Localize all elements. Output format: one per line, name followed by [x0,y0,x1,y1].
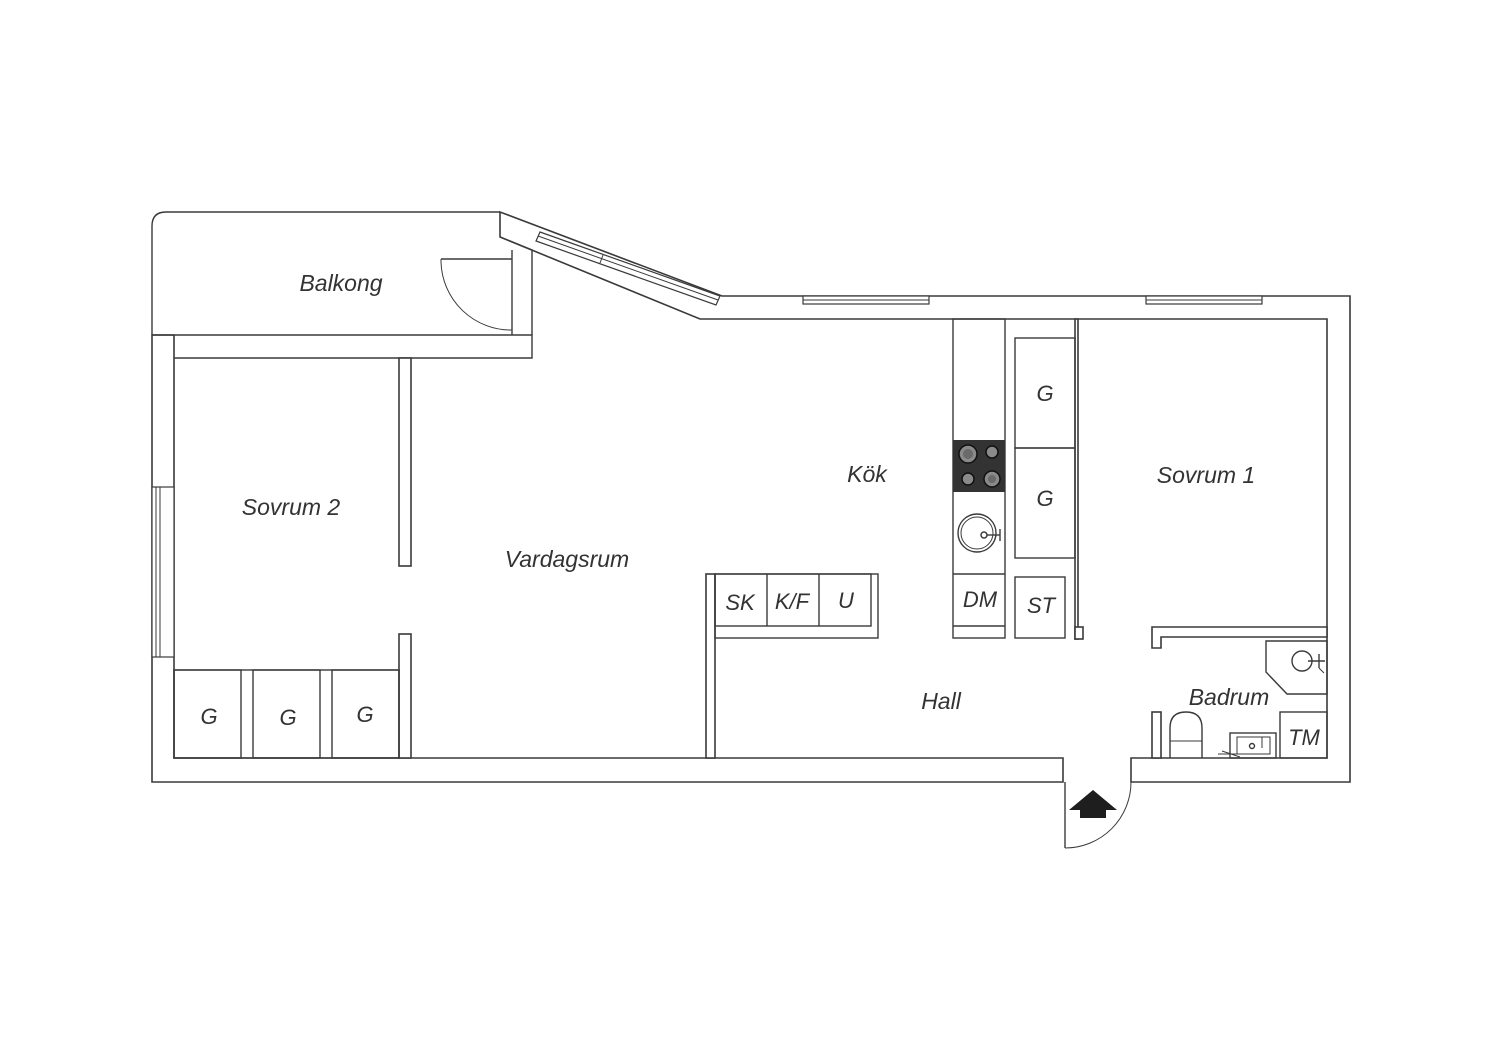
sink-icon [1218,732,1277,759]
wardrobe-label: G [1036,381,1053,406]
appliance-row: SK K/F U [714,573,879,639]
room-labels: Balkong Sovrum 2 Vardagsrum Kök Sovrum 1… [242,270,1269,714]
sink-icon [957,513,1001,553]
cleaning-closet-label: ST [1027,593,1057,618]
freezer-label: SK [725,590,756,615]
room-label-hall: Hall [921,688,962,714]
kitchen-counter: DM [952,318,1006,639]
oven-label: U [838,588,854,613]
dishwasher-label: DM [963,587,998,612]
room-label-sovrum-2: Sovrum 2 [242,494,341,520]
hall-closets: G G ST [1014,337,1076,639]
bathroom-fixtures: TM [1169,640,1328,759]
wardrobes-sovrum-2: G G G [173,669,400,759]
room-label-kok: Kök [847,461,888,487]
fridge-freezer-label: K/F [775,589,811,614]
wardrobe-label: G [356,702,373,727]
entrance-arrow-icon [1069,790,1117,818]
wardrobe-label: G [200,704,217,729]
toilet-icon [1169,711,1203,758]
wardrobe-label: G [1036,486,1053,511]
stove-icon [953,440,1005,492]
dryer-label: TM [1288,725,1320,750]
balcony-door[interactable] [440,258,513,331]
room-label-sovrum-1: Sovrum 1 [1157,462,1255,488]
wardrobe-label: G [279,705,296,730]
room-label-badrum: Badrum [1189,684,1270,710]
room-label-vardagsrum: Vardagsrum [505,546,629,572]
doors [440,258,1132,849]
shower-icon [1265,640,1328,695]
room-label-balkong: Balkong [299,270,382,296]
entrance-door[interactable] [1064,781,1132,849]
windows [535,231,1263,306]
